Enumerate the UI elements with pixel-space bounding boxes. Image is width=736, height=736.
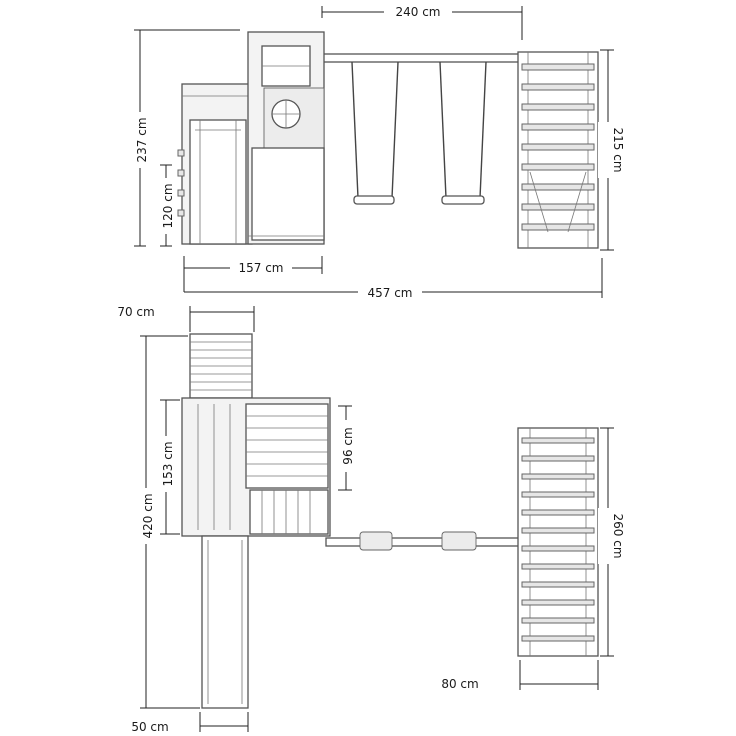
swing-right (439, 61, 487, 205)
dim-front-top-width: 240 cm (395, 5, 440, 19)
top-dimensions: 70 cm 420 cm 153 cm 96 cm 260 cm 80 cm (117, 305, 625, 734)
top-swing-seat-left (359, 531, 393, 551)
dim-front-right-height: 215 cm (611, 127, 625, 172)
swing-left (351, 61, 399, 205)
top-wall-panel (245, 403, 329, 489)
front-dimensions: 240 cm 237 cm 120 cm 215 cm 157 cm 457 c… (130, 4, 625, 300)
dim-top-slide-width: 50 cm (131, 720, 168, 734)
top-floor-boards (249, 489, 329, 535)
dim-top-tower-depth: 153 cm (161, 441, 175, 486)
dim-front-total-width: 457 cm (367, 286, 412, 300)
climbing-holds (177, 149, 185, 217)
dim-top-wall-width: 96 cm (341, 427, 355, 464)
dim-top-net-length: 260 cm (611, 513, 625, 558)
dim-top-net-width: 80 cm (441, 677, 478, 691)
dim-front-tower-width: 157 cm (238, 261, 283, 275)
front-view (177, 31, 599, 249)
top-view (181, 333, 599, 709)
dim-top-total-length: 420 cm (141, 493, 155, 538)
top-swing-seat-right (441, 531, 477, 551)
top-swing-beam (325, 537, 521, 547)
dim-top-chute-width: 70 cm (117, 305, 154, 319)
dim-front-left-height: 237 cm (135, 117, 149, 162)
climbing-net-rungs (521, 52, 595, 248)
top-slide (201, 535, 249, 709)
front-slide (189, 119, 247, 245)
tower-lower-panel (251, 147, 325, 241)
dim-front-inner-height: 120 cm (161, 183, 175, 228)
swing-beam (321, 53, 525, 63)
